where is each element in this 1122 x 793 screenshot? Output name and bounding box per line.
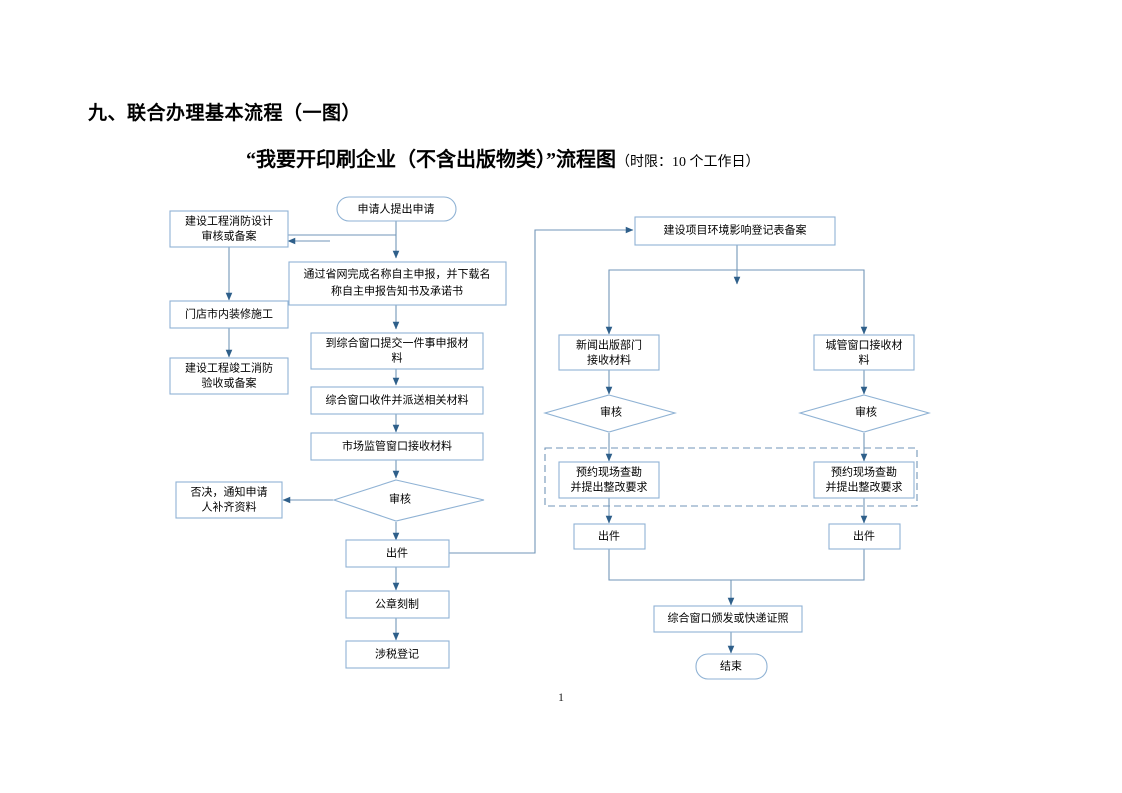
edge-envrecord-to-urbanrecv <box>737 269 868 335</box>
connector-layer <box>225 220 868 654</box>
page-number: 1 <box>558 690 564 704</box>
flowchart-title-suffix: （时限：10 个工作日） <box>616 155 760 170</box>
node-press-receive-label-2: 接收材料 <box>587 353 631 367</box>
node-fire-acceptance[interactable]: 建设工程竣工消防 验收或备案 <box>169 357 289 395</box>
node-market-receive[interactable]: 市场监管窗口接收材料 <box>310 432 484 461</box>
node-review-center-label: 审核 <box>389 492 411 506</box>
node-start[interactable]: 申请人提出申请 <box>336 196 457 222</box>
flowchart-title-main: “我要开印刷企业（不含出版物类）”流程图 <box>246 149 616 171</box>
node-out-press-label: 出件 <box>598 529 620 543</box>
node-out-center[interactable]: 出件 <box>345 539 450 568</box>
node-fire-design-label-1: 建设工程消防设计 <box>185 214 273 228</box>
edge-envrecord-to-pressrecv <box>605 269 737 335</box>
node-end-label: 结束 <box>720 660 742 673</box>
node-end[interactable]: 结束 <box>695 653 768 680</box>
node-name-declaration-label-2: 称自主申报告知书及承诺书 <box>331 284 463 298</box>
node-submit-materials[interactable]: 到综合窗口提交一件事申报材 料 <box>310 332 484 370</box>
node-fire-design-label-2: 审核或备案 <box>202 229 257 243</box>
node-survey-urban-label-1: 预约现场查勘 <box>831 465 897 479</box>
node-survey-press[interactable]: 预约现场查勘 并提出整改要求 <box>558 461 660 499</box>
node-review-press-label: 审核 <box>600 405 622 419</box>
node-decoration-label: 门店市内装修施工 <box>185 307 273 321</box>
node-start-label: 申请人提出申请 <box>358 202 435 216</box>
node-env-record-label: 建设项目环境影响登记表备案 <box>664 223 807 237</box>
node-tax-registration-label: 涉税登记 <box>375 647 419 661</box>
node-reject-label-1: 否决，通知申请 <box>191 485 268 499</box>
node-market-receive-label: 市场监管窗口接收材料 <box>342 439 452 453</box>
node-fire-acceptance-label-1: 建设工程竣工消防 <box>185 361 273 375</box>
node-out-urban-label: 出件 <box>853 529 875 543</box>
node-reject[interactable]: 否决，通知申请 人补齐资料 <box>175 481 283 519</box>
node-fire-design[interactable]: 建设工程消防设计 审核或备案 <box>169 210 289 248</box>
node-reject-label-2: 人补齐资料 <box>202 500 257 514</box>
node-seal-engraving[interactable]: 公章刻制 <box>345 590 450 619</box>
node-review-center[interactable]: 审核 <box>332 479 485 522</box>
node-review-urban-label: 审核 <box>855 405 877 419</box>
node-urban-receive-label-2: 料 <box>859 353 870 367</box>
node-out-center-label: 出件 <box>386 546 408 560</box>
node-urban-receive-label-1: 城管窗口接收材 <box>826 338 903 352</box>
node-submit-materials-label-2: 料 <box>392 351 403 365</box>
edge-merge-outs <box>608 549 865 581</box>
node-issue-license[interactable]: 综合窗口颁发或快递证照 <box>653 605 803 633</box>
flowchart-title: “我要开印刷企业（不含出版物类）”流程图（时限：10 个工作日） <box>246 143 760 172</box>
node-dispatch-label: 综合窗口收件并派送相关材料 <box>326 393 469 407</box>
node-out-urban[interactable]: 出件 <box>828 523 901 550</box>
node-survey-press-label-1: 预约现场查勘 <box>576 465 642 479</box>
node-out-press[interactable]: 出件 <box>573 523 646 550</box>
node-decoration[interactable]: 门店市内装修施工 <box>169 300 289 329</box>
node-survey-urban[interactable]: 预约现场查勘 并提出整改要求 <box>813 461 915 499</box>
node-survey-press-label-2: 并提出整改要求 <box>571 480 648 494</box>
node-tax-registration[interactable]: 涉税登记 <box>345 640 450 669</box>
node-survey-urban-label-2: 并提出整改要求 <box>826 480 903 494</box>
node-issue-license-label: 综合窗口颁发或快递证照 <box>668 611 789 625</box>
section-heading: 九、联合办理基本流程（一图） <box>88 103 362 124</box>
node-name-declaration-label-1: 通过省网完成名称自主申报，并下载名 <box>304 267 491 281</box>
flowchart-canvas: 申请人提出申请 建设工程消防设计 审核或备案 门店市内装修施工 建设工程竣工消防… <box>169 196 932 680</box>
node-review-urban[interactable]: 审核 <box>798 394 932 433</box>
edge-out-to-envrecord <box>449 226 634 554</box>
node-env-record[interactable]: 建设项目环境影响登记表备案 <box>634 216 836 246</box>
node-press-receive[interactable]: 新闻出版部门 接收材料 <box>558 334 660 371</box>
onsite-survey-group <box>544 447 918 507</box>
node-submit-materials-label-1: 到综合窗口提交一件事申报材 <box>326 336 469 350</box>
node-layer: 申请人提出申请 建设工程消防设计 审核或备案 门店市内装修施工 建设工程竣工消防… <box>169 196 932 680</box>
node-fire-acceptance-label-2: 验收或备案 <box>202 376 257 390</box>
node-press-receive-label-1: 新闻出版部门 <box>576 338 642 352</box>
node-seal-engraving-label: 公章刻制 <box>375 597 419 611</box>
node-dispatch[interactable]: 综合窗口收件并派送相关材料 <box>310 386 484 415</box>
node-review-press[interactable]: 审核 <box>543 394 678 433</box>
node-urban-receive[interactable]: 城管窗口接收材 料 <box>813 334 915 371</box>
node-name-declaration[interactable]: 通过省网完成名称自主申报，并下载名 称自主申报告知书及承诺书 <box>288 261 507 306</box>
edge-start-to-fire-design-elbow <box>285 234 396 241</box>
